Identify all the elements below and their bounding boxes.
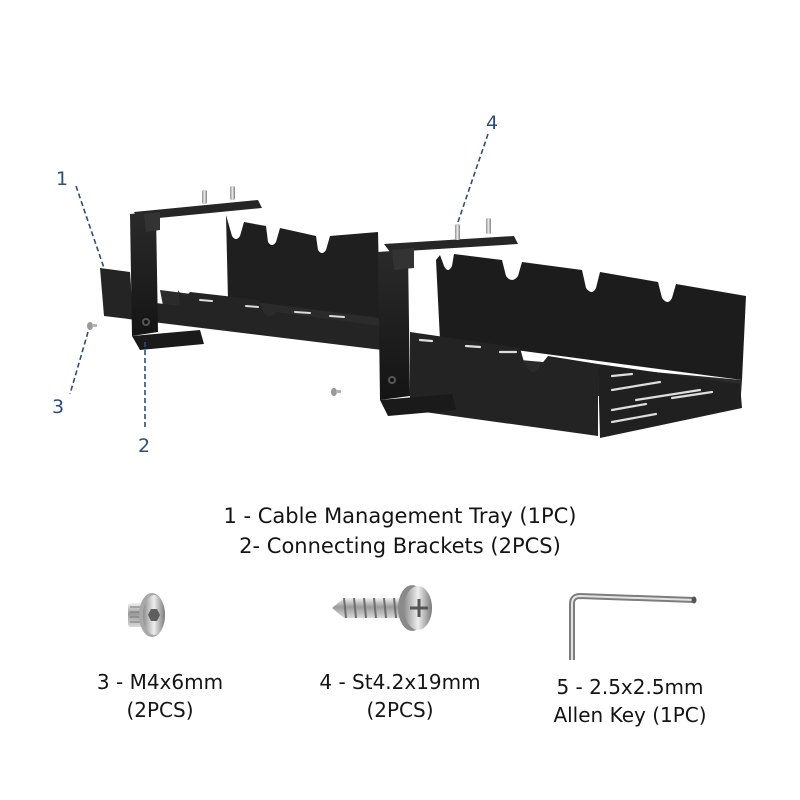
- loose-screw-m4-center: [331, 388, 341, 396]
- connecting-bracket-right: [378, 218, 518, 416]
- part-label-st42: 4 - St4.2x19mm (2PCS): [300, 668, 500, 724]
- callout-4-leader: [457, 133, 489, 223]
- callout-1-leader: [75, 185, 105, 269]
- part-label-m4: 3 - M4x6mm (2PCS): [70, 668, 250, 724]
- callout-3-label: 3: [52, 396, 65, 418]
- part-m4-name: 3 - M4x6mm: [96, 670, 224, 694]
- callout-2-label: 2: [138, 435, 151, 457]
- part-allen-name: 5 - 2.5x2.5mm: [556, 675, 704, 699]
- cable-tray-right: [410, 254, 746, 438]
- part-st42-name: 4 - St4.2x19mm: [319, 670, 481, 694]
- caption-tray: 1 - Cable Management Tray (1PC): [223, 504, 577, 528]
- part-allen-qty: Allen Key (1PC): [553, 703, 707, 727]
- loose-screw-m4-left: [87, 322, 97, 330]
- callout-4-label: 4: [486, 112, 499, 134]
- callout-3-leader: [69, 331, 89, 395]
- phillips-screw-icon: [332, 585, 432, 631]
- callout-1-label: 1: [56, 168, 69, 190]
- part-m4-qty: (2PCS): [126, 698, 194, 722]
- allen-key-icon: [569, 593, 697, 660]
- caption-brackets: 2- Connecting Brackets (2PCS): [239, 534, 561, 558]
- hex-socket-screw-icon: [128, 593, 165, 637]
- connecting-bracket-left: [130, 186, 262, 350]
- part-st42-qty: (2PCS): [366, 698, 434, 722]
- part-label-allen-key: 5 - 2.5x2.5mm Allen Key (1PC): [530, 673, 730, 729]
- cable-tray-left: [100, 215, 385, 350]
